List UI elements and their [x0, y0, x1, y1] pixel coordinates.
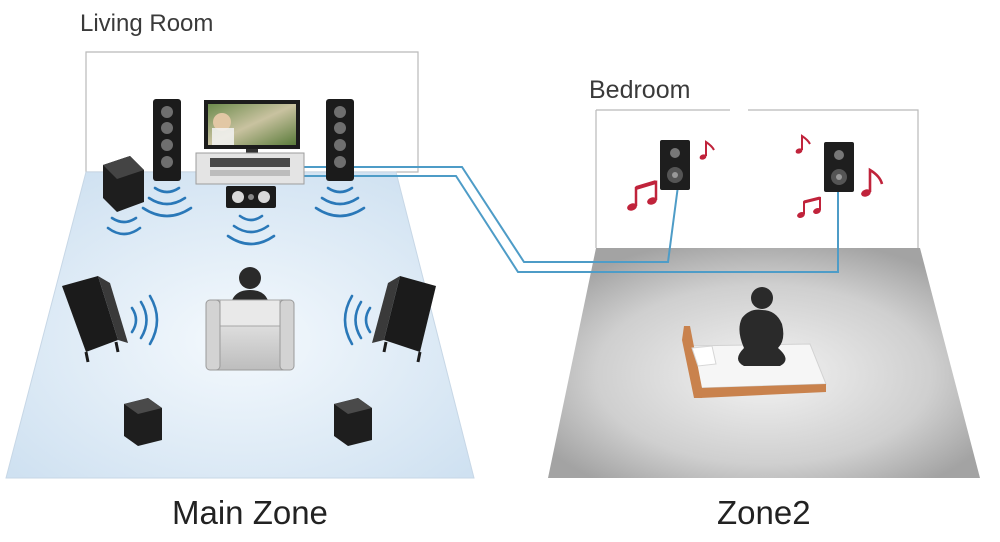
zone2-right-speaker: [824, 142, 854, 192]
bedroom-label: Bedroom: [589, 76, 691, 104]
bed-headboard: [682, 326, 702, 398]
av-receiver: [195, 152, 305, 185]
front-right-speaker: [326, 99, 354, 181]
subwoofer: [103, 156, 144, 212]
zone2-label: Zone2: [717, 494, 811, 531]
center-speaker: [226, 186, 276, 208]
zone2-person-icon: [738, 287, 786, 366]
surround-back-right-speaker: [334, 398, 372, 446]
surround-left-speaker: [62, 276, 128, 363]
sofa-icon: [205, 299, 295, 371]
bed-pillow: [691, 345, 717, 367]
sound-wave-icon: [106, 186, 372, 346]
bedroom-wall: [595, 109, 919, 248]
front-left-speaker: [153, 99, 181, 181]
zone2-left-speaker: [660, 140, 690, 190]
surround-right-speaker: [372, 276, 436, 363]
main-zone-label: Main Zone: [172, 494, 328, 531]
bed-side: [700, 384, 826, 398]
tv: [204, 100, 300, 154]
living-room-label: Living Room: [80, 10, 214, 37]
music-note-icon: [627, 134, 884, 218]
surround-back-left-speaker: [124, 398, 162, 446]
